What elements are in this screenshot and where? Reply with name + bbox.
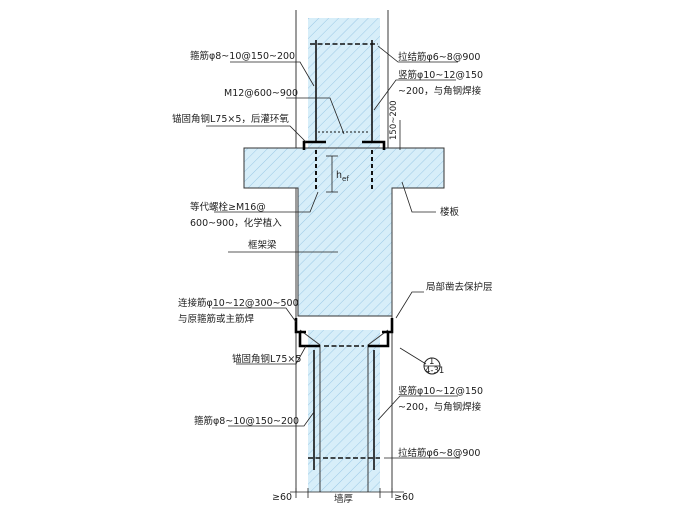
label-vertical-bottom-1: 竖筋φ10~12@150 [398, 385, 483, 397]
leader-section-ref [399, 347, 427, 365]
lower-wall [308, 330, 380, 492]
leader-angle-bottom [236, 345, 307, 365]
leader-angle-top [206, 125, 307, 143]
label-angle-top: 锚固角钢L75×5，后灌环氧 [172, 113, 289, 125]
label-stirrup-top: 箍筋φ8~10@150~200 [190, 50, 295, 62]
leader-slab [401, 181, 436, 213]
section-ref-sheet: 4-31 [425, 366, 444, 376]
label-vertical-bottom-2: ~200，与角钢焊接 [398, 401, 482, 413]
leader-bolt-top [286, 97, 345, 135]
lower-angle-left [298, 332, 320, 348]
label-remove-cover: 局部凿去保护层 [426, 281, 493, 293]
leader-vertical-bottom [377, 395, 458, 421]
leader-connect-bar [212, 307, 297, 323]
lower-angle-right [368, 332, 390, 348]
label-slab: 楼板 [440, 206, 460, 218]
leader-vertical-top [373, 79, 456, 111]
label-bolt-equiv-1: 等代螺栓≥M16@ [190, 201, 266, 213]
dim-right-label: ≥60 [394, 492, 414, 503]
dim-left-label: ≥60 [272, 492, 292, 503]
label-bolt-equiv-2: 600~900，化学植入 [190, 217, 282, 229]
label-stirrup-bottom: 箍筋φ8~10@150~200 [194, 415, 299, 427]
leader-remove-cover [395, 291, 424, 319]
slab-and-frame-beam [243, 147, 445, 317]
label-tie-bottom: 拉结筋φ6~8@900 [398, 447, 480, 459]
upper-angle-left [302, 140, 326, 150]
label-connect-bar-1: 连接筋φ10~12@300~500 [178, 297, 299, 309]
label-tie-top: 拉结筋φ6~8@900 [398, 51, 480, 63]
label-connect-bar-2: 与原箍筋或主筋焊 [178, 313, 255, 325]
connect-bar-right [382, 318, 394, 334]
leader-bolt-equiv [214, 191, 319, 213]
label-angle-bottom: 锚固角钢L75×5 [232, 353, 301, 365]
upper-angle-right [362, 140, 386, 150]
label-bolt-top: M12@600~900 [224, 88, 298, 99]
leader-tie-top [377, 45, 458, 63]
label-vertical-top-2: ~200，与角钢焊接 [398, 85, 482, 97]
label-vertical-top-1: 竖筋φ10~12@150 [398, 69, 483, 81]
dim-150-200-label: 150~200 [389, 100, 399, 140]
leader-stirrup-top [230, 61, 315, 87]
dim-mid-label: 墙厚 [334, 493, 354, 505]
connect-bar-left [294, 318, 306, 334]
leader-stirrup-bottom [228, 411, 315, 427]
upper-wall [308, 18, 380, 148]
section-ref-number: 1 [429, 357, 434, 367]
hef-label: hef [336, 170, 349, 183]
label-frame-beam: 框架梁 [248, 239, 277, 251]
